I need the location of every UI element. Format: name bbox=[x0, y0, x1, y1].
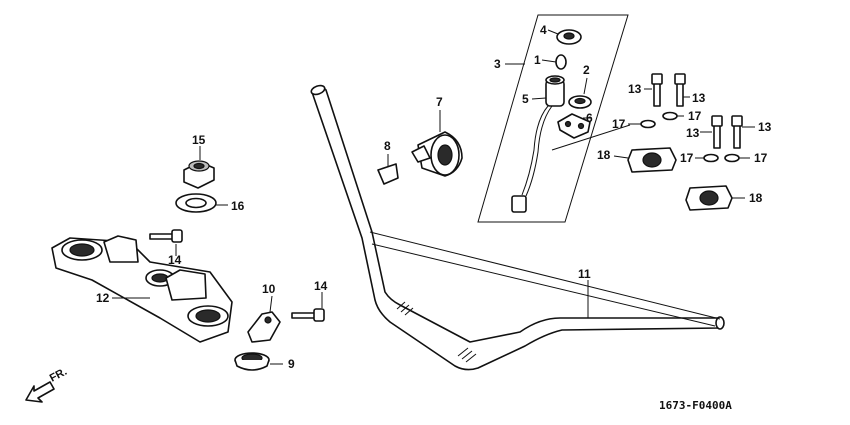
washer-17-c bbox=[703, 153, 719, 163]
callout-3: 3 bbox=[494, 57, 501, 71]
front-direction-arrow-icon bbox=[25, 381, 55, 403]
top-bridge bbox=[51, 235, 233, 343]
bracket-6 bbox=[557, 113, 591, 139]
grip-knurl-left bbox=[396, 301, 414, 316]
cable-stay-8 bbox=[377, 163, 399, 185]
callout-13-c: 13 bbox=[686, 126, 700, 140]
drawing-code: 1673-F0400A bbox=[659, 399, 732, 412]
bolt-14-upper bbox=[149, 229, 183, 243]
callout-13-d: 13 bbox=[758, 120, 772, 134]
socket-5 bbox=[545, 75, 565, 107]
callout-5: 5 bbox=[522, 92, 529, 106]
callout-12: 12 bbox=[96, 291, 110, 305]
bolt-13-c bbox=[711, 115, 723, 149]
indicator-housing-7 bbox=[411, 131, 463, 177]
callout-14-lower: 14 bbox=[314, 279, 328, 293]
leader-lines bbox=[112, 29, 755, 365]
callout-9: 9 bbox=[288, 357, 295, 371]
callout-2: 2 bbox=[583, 63, 590, 77]
handlebar bbox=[310, 84, 725, 371]
callout-17-b: 17 bbox=[688, 109, 702, 123]
bolt-14-lower bbox=[291, 308, 325, 322]
key-switch-inset-frame bbox=[477, 14, 629, 223]
holder-18-upper bbox=[627, 147, 677, 173]
callout-18-a: 18 bbox=[597, 148, 611, 162]
seal-9 bbox=[234, 352, 270, 371]
callout-7: 7 bbox=[436, 95, 443, 109]
washer-17-b bbox=[662, 111, 678, 121]
grip-knurl-right bbox=[457, 347, 477, 363]
callout-11: 11 bbox=[578, 267, 591, 281]
callout-4: 4 bbox=[540, 23, 547, 37]
callout-17-a: 17 bbox=[612, 117, 626, 131]
front-direction-label: FR. bbox=[48, 366, 69, 385]
callout-6: 6 bbox=[586, 111, 593, 125]
bulb-1 bbox=[555, 54, 567, 70]
callout-10: 10 bbox=[262, 282, 276, 296]
steering-stem-nut bbox=[183, 160, 215, 189]
bolt-13-a bbox=[651, 73, 663, 107]
callout-13-a: 13 bbox=[628, 82, 642, 96]
bolt-13-b bbox=[674, 73, 686, 107]
holder-18-lower bbox=[685, 185, 733, 211]
callout-17-d: 17 bbox=[754, 151, 768, 165]
clamp-10 bbox=[247, 311, 281, 343]
harness-wire bbox=[511, 105, 553, 213]
washer-17-d bbox=[724, 153, 740, 163]
callout-17-c: 17 bbox=[680, 151, 694, 165]
grommet-2 bbox=[568, 95, 592, 109]
washer-17-a bbox=[640, 119, 656, 129]
callout-15: 15 bbox=[192, 133, 206, 147]
callout-18-b: 18 bbox=[749, 191, 763, 205]
callout-16: 16 bbox=[231, 199, 245, 213]
callout-1: 1 bbox=[534, 53, 541, 67]
washer-16 bbox=[175, 193, 217, 213]
callout-8: 8 bbox=[384, 139, 391, 153]
bolt-13-d bbox=[731, 115, 743, 149]
key-cap-4 bbox=[556, 29, 582, 45]
callout-13-b: 13 bbox=[692, 91, 706, 105]
callout-14-upper: 14 bbox=[168, 253, 182, 267]
